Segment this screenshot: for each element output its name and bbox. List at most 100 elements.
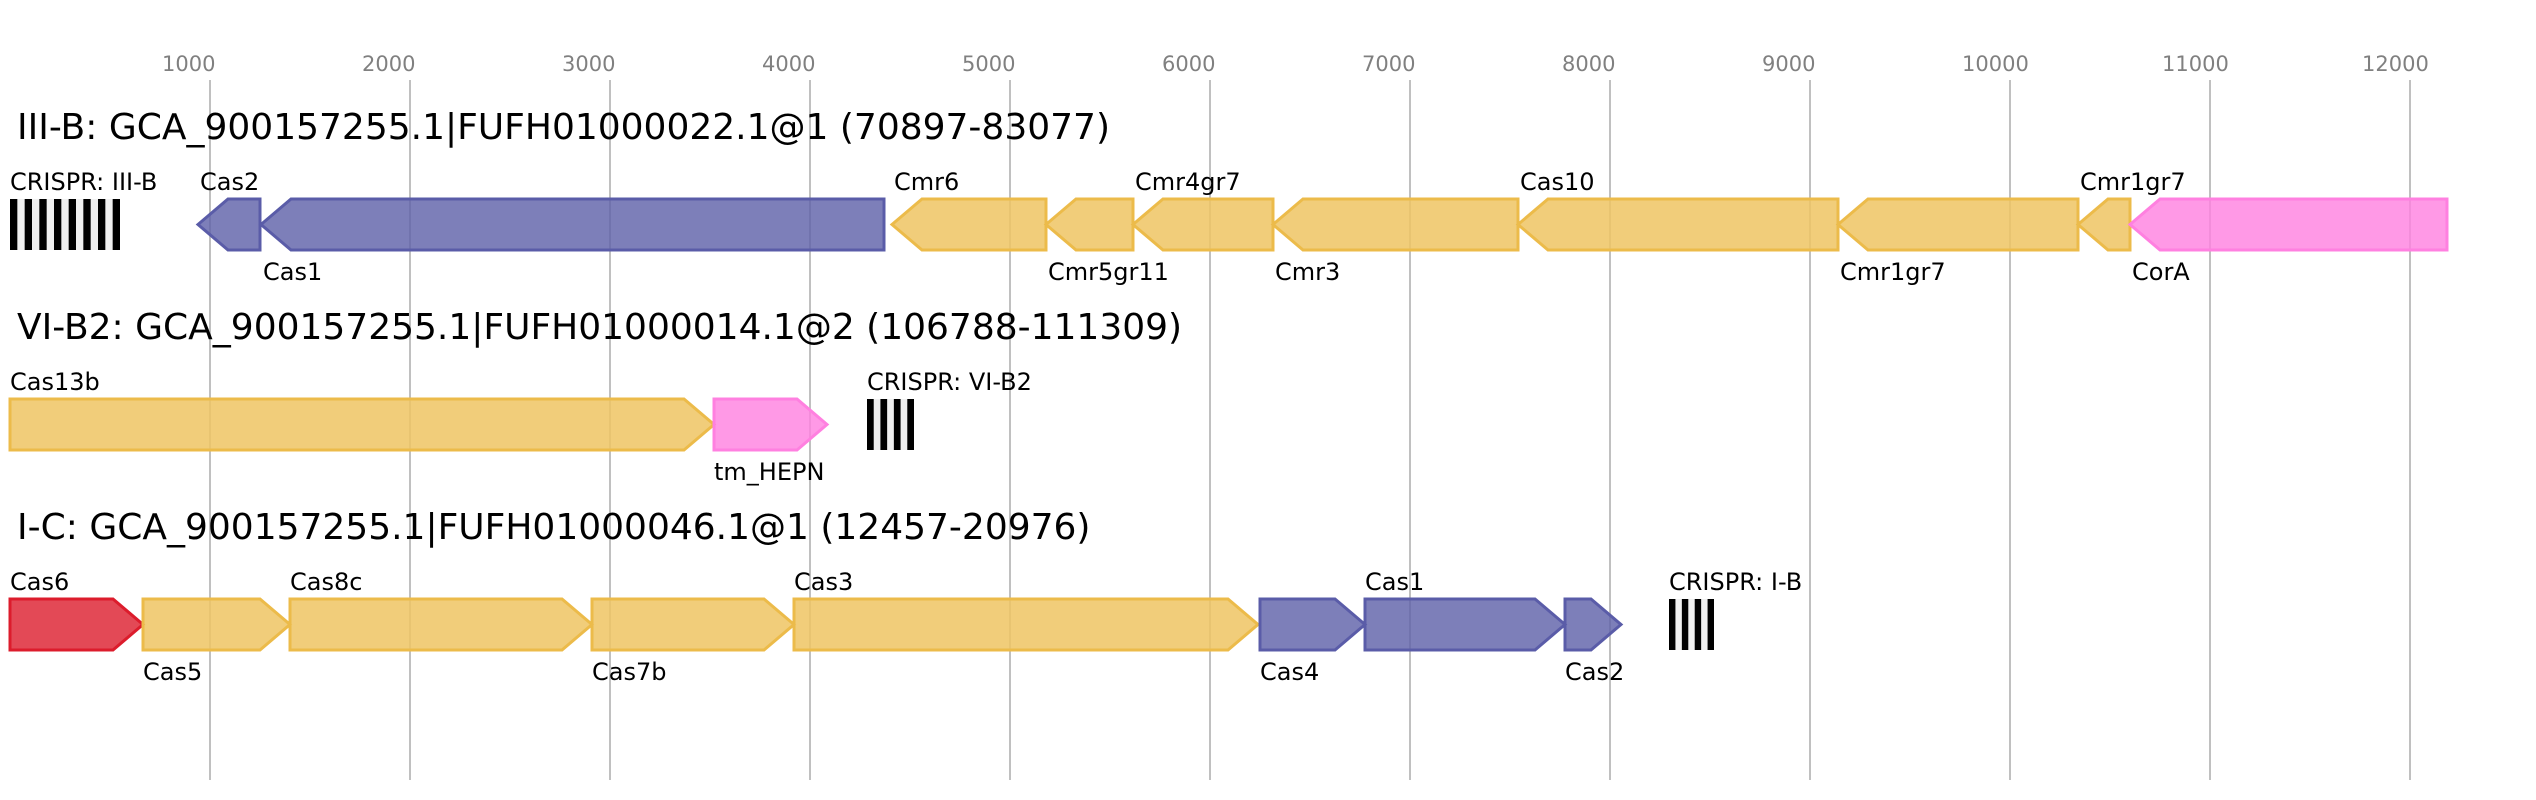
feature-label: CRISPR: VI-B2 xyxy=(867,368,1032,396)
feature-label: Cas5 xyxy=(143,658,202,686)
gene-cmr5gr11[interactable]: Cmr5gr11 xyxy=(1043,197,1169,286)
gene-cmr3[interactable]: Cmr3 xyxy=(1270,197,1520,286)
axis-tick-label: 2000 xyxy=(362,52,415,76)
crispr-spacer-bg xyxy=(1669,599,1714,650)
feature-label: Cmr4gr7 xyxy=(1135,168,1241,196)
axis-tick-label: 12000 xyxy=(2362,52,2429,76)
axis-tick-label: 3000 xyxy=(562,52,615,76)
gene-cas10[interactable]: Cas10 xyxy=(1515,168,1840,252)
gene-arrow-right xyxy=(141,597,293,652)
gene-cmr6[interactable]: Cmr6 xyxy=(889,168,1048,252)
crispr-repeat-bar xyxy=(98,199,106,250)
gene-arrow-left xyxy=(1270,197,1520,252)
gene-tm_hepn[interactable]: tm_HEPN xyxy=(712,397,830,486)
gene-arrow-right xyxy=(8,397,717,452)
crispr-repeat-bar xyxy=(1707,599,1714,650)
feature-label: Cas6 xyxy=(10,568,69,596)
feature-label: Cas7b xyxy=(592,658,666,686)
gene-cas1[interactable]: Cas1 xyxy=(258,197,886,286)
feature-label: Cmr6 xyxy=(894,168,959,196)
crispr-spacer-bg xyxy=(867,399,914,450)
gene-cas4[interactable]: Cas4 xyxy=(1258,597,1368,686)
gene-cas2[interactable]: Cas2 xyxy=(195,168,262,252)
loci-tracks: III-B: GCA_900157255.1|FUFH01000022.1@1 … xyxy=(8,107,2449,686)
feature-label: CRISPR: I-B xyxy=(1669,568,1802,596)
axis-tick-label: 1000 xyxy=(162,52,215,76)
crispr-array[interactable]: CRISPR: III-B xyxy=(10,168,157,250)
crispr-repeat-bar xyxy=(1681,599,1689,650)
crispr-repeat-bar xyxy=(867,399,874,450)
crispr-repeat-bar xyxy=(68,199,76,250)
locus-title: VI-B2: GCA_900157255.1|FUFH01000014.1@2 … xyxy=(17,307,1182,348)
gene-arrow-right xyxy=(1563,597,1624,652)
gene-arrow-right xyxy=(288,597,595,652)
gene-cmr1gr7[interactable]: Cmr1gr7 xyxy=(2075,168,2186,252)
feature-label: Cmr1gr7 xyxy=(1840,258,1946,286)
gene-cas6[interactable]: Cas6 xyxy=(8,568,146,652)
gene-cas7b[interactable]: Cas7b xyxy=(590,597,797,686)
crispr-repeat-bar xyxy=(54,199,62,250)
crispr-repeat-bar xyxy=(10,199,18,250)
axis-tick-label: 4000 xyxy=(762,52,815,76)
gene-arrow-left xyxy=(258,197,886,252)
gene-arrow-left xyxy=(2127,197,2449,252)
crispr-repeat-bar xyxy=(39,199,47,250)
crispr-repeat-bar xyxy=(1694,599,1702,650)
crispr-repeat-bar xyxy=(880,399,888,450)
gene-cas13b[interactable]: Cas13b xyxy=(8,368,717,452)
feature-label: Cas1 xyxy=(1365,568,1424,596)
gene-cora[interactable]: CorA xyxy=(2127,197,2449,286)
feature-label: Cas2 xyxy=(1565,658,1624,686)
crispr-repeat-bar xyxy=(112,199,120,250)
gene-arrow-left xyxy=(2075,197,2132,252)
feature-label: Cmr5gr11 xyxy=(1048,258,1169,286)
feature-label: Cmr3 xyxy=(1275,258,1340,286)
locus-title: I-C: GCA_900157255.1|FUFH01000046.1@1 (1… xyxy=(17,507,1090,548)
gene-cas3[interactable]: Cas3 xyxy=(792,568,1261,652)
gene-arrow-left xyxy=(195,197,262,252)
gene-cmr4gr7[interactable]: Cmr4gr7 xyxy=(1130,168,1275,252)
feature-label: Cas13b xyxy=(10,368,100,396)
crispr-repeat-bar xyxy=(1669,599,1676,650)
gene-arrow-right xyxy=(1363,597,1568,652)
feature-label: Cas1 xyxy=(263,258,322,286)
crispr-repeat-bar xyxy=(24,199,32,250)
gene-cas5[interactable]: Cas5 xyxy=(141,597,293,686)
feature-label: CRISPR: III-B xyxy=(10,168,157,196)
gene-arrow-right xyxy=(590,597,797,652)
gene-arrow-left xyxy=(889,197,1048,252)
gene-cas1[interactable]: Cas1 xyxy=(1363,568,1568,652)
gene-arrow-left xyxy=(1835,197,2080,252)
gene-arrow-right xyxy=(8,597,146,652)
gene-arrow-right xyxy=(792,597,1261,652)
feature-label: Cmr1gr7 xyxy=(2080,168,2186,196)
axis-tick-label: 5000 xyxy=(962,52,1015,76)
crispr-array[interactable]: CRISPR: I-B xyxy=(1669,568,1802,650)
axis-tick-label: 9000 xyxy=(1762,52,1815,76)
crispr-array[interactable]: CRISPR: VI-B2 xyxy=(867,368,1032,450)
gene-arrow-right xyxy=(1258,597,1368,652)
locus-title: III-B: GCA_900157255.1|FUFH01000022.1@1 … xyxy=(17,107,1110,148)
gene-cas2[interactable]: Cas2 xyxy=(1563,597,1624,686)
feature-label: Cas10 xyxy=(1520,168,1595,196)
gene-arrow-left xyxy=(1043,197,1135,252)
axis-tick-label: 7000 xyxy=(1362,52,1415,76)
gene-arrow-left xyxy=(1130,197,1275,252)
feature-label: Cas8c xyxy=(290,568,362,596)
locus-track: VI-B2: GCA_900157255.1|FUFH01000014.1@2 … xyxy=(8,307,1182,486)
crispr-repeat-bar xyxy=(893,399,901,450)
axis-tick-label: 11000 xyxy=(2162,52,2229,76)
gene-cas8c[interactable]: Cas8c xyxy=(288,568,595,652)
axis-tick-label: 10000 xyxy=(1962,52,2029,76)
locus-track: III-B: GCA_900157255.1|FUFH01000022.1@1 … xyxy=(10,107,2449,286)
axis-tick-label: 6000 xyxy=(1162,52,1215,76)
feature-label: CorA xyxy=(2132,258,2190,286)
feature-label: Cas4 xyxy=(1260,658,1319,686)
gene-arrow-left xyxy=(1515,197,1840,252)
gene-cmr1gr7[interactable]: Cmr1gr7 xyxy=(1835,197,2080,286)
feature-label: Cas3 xyxy=(794,568,853,596)
locus-track: I-C: GCA_900157255.1|FUFH01000046.1@1 (1… xyxy=(8,507,1802,686)
crispr-repeat-bar xyxy=(907,399,914,450)
gene-arrow-right xyxy=(712,397,830,452)
